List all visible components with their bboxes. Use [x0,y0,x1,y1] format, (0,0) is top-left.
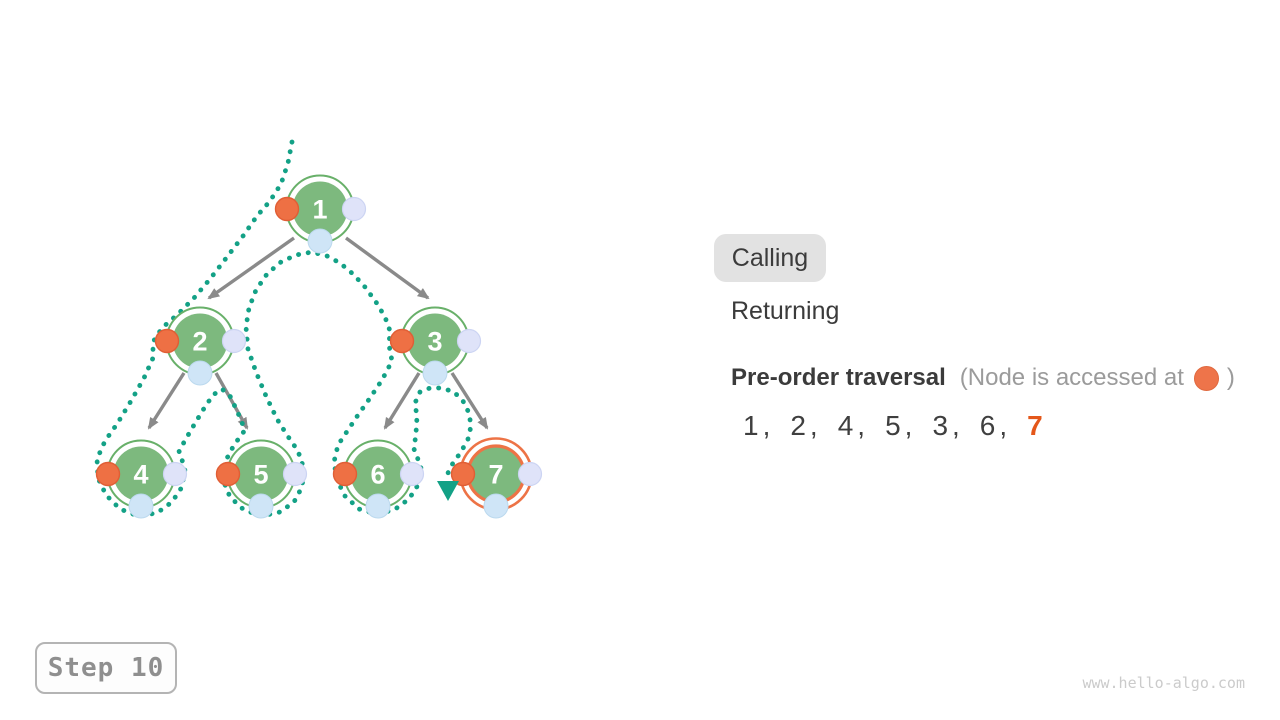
tree-node-4: 4 [106,439,176,509]
traversal-sequence: 1, 2, 4, 5, 3, 6, 7 [743,410,1043,442]
sequence-item-current: 7 [1027,410,1043,441]
sequence-item: 1, [743,410,775,441]
return-right-dot-icon [282,461,308,487]
return-bottom-dot-icon [422,360,448,386]
access-dot-icon [215,461,241,487]
node-circle [407,313,463,369]
traversal-title: Pre-order traversal [731,364,946,391]
tree-edge [147,372,186,430]
access-dot-icon [332,461,358,487]
return-right-dot-icon [456,328,482,354]
node-label: 5 [253,460,268,490]
step-label: Step 10 [47,653,165,683]
node-circle [350,446,406,502]
tree-edge [214,372,249,430]
return-bottom-dot-icon [187,360,213,386]
access-dot-icon [274,196,300,222]
return-bottom-dot-icon [307,228,333,254]
tree-edge [383,372,421,430]
traversal-note-prefix: (Node is accessed at [959,364,1184,391]
node-label: 1 [312,195,327,225]
access-dot-icon [389,328,415,354]
legend-calling-chip: Calling [714,234,826,282]
watermark: www.hello-algo.com [1082,674,1245,692]
step-indicator: Step 10 [35,642,177,694]
legend-calling-label: Calling [731,243,809,272]
tree-edge [344,236,430,300]
node-label: 3 [427,327,442,357]
node-circle [113,446,169,502]
node-circle [292,181,348,237]
tree-edge [207,236,295,300]
return-right-dot-icon [517,461,543,487]
traversal-note-suffix: ) [1226,364,1235,391]
tree-node-6: 6 [343,439,413,509]
return-bottom-dot-icon [128,493,154,519]
binary-tree-diagram: 1 2 3 4 5 6 7 [94,139,543,519]
return-bottom-dot-icon [365,493,391,519]
node-label: 4 [133,460,148,490]
sequence-item: 3, [932,410,964,441]
access-dot-icon [450,461,476,487]
sequence-item: 2, [790,410,822,441]
traversal-header: Pre-order traversal (Node is accessed at… [731,364,1235,392]
return-right-dot-icon [221,328,247,354]
access-dot-icon [95,461,121,487]
accessed-marker-icon [1193,365,1219,391]
return-right-dot-icon [162,461,188,487]
node-label: 7 [488,460,503,490]
return-right-dot-icon [399,461,425,487]
node-label: 6 [370,460,385,490]
node-label: 2 [192,327,207,357]
return-bottom-dot-icon [248,493,274,519]
sequence-item: 6, [979,410,1012,441]
return-right-dot-icon [341,196,367,222]
return-bottom-dot-icon [483,493,509,519]
sequence-item: 5, [885,410,917,441]
legend-returning-label: Returning [731,297,840,325]
sequence-item: 4, [837,410,870,441]
trace-cursor-icon [437,481,459,501]
node-circle [233,446,289,502]
node-circle [172,313,228,369]
tree-edge [450,372,489,430]
access-dot-icon [154,328,180,354]
